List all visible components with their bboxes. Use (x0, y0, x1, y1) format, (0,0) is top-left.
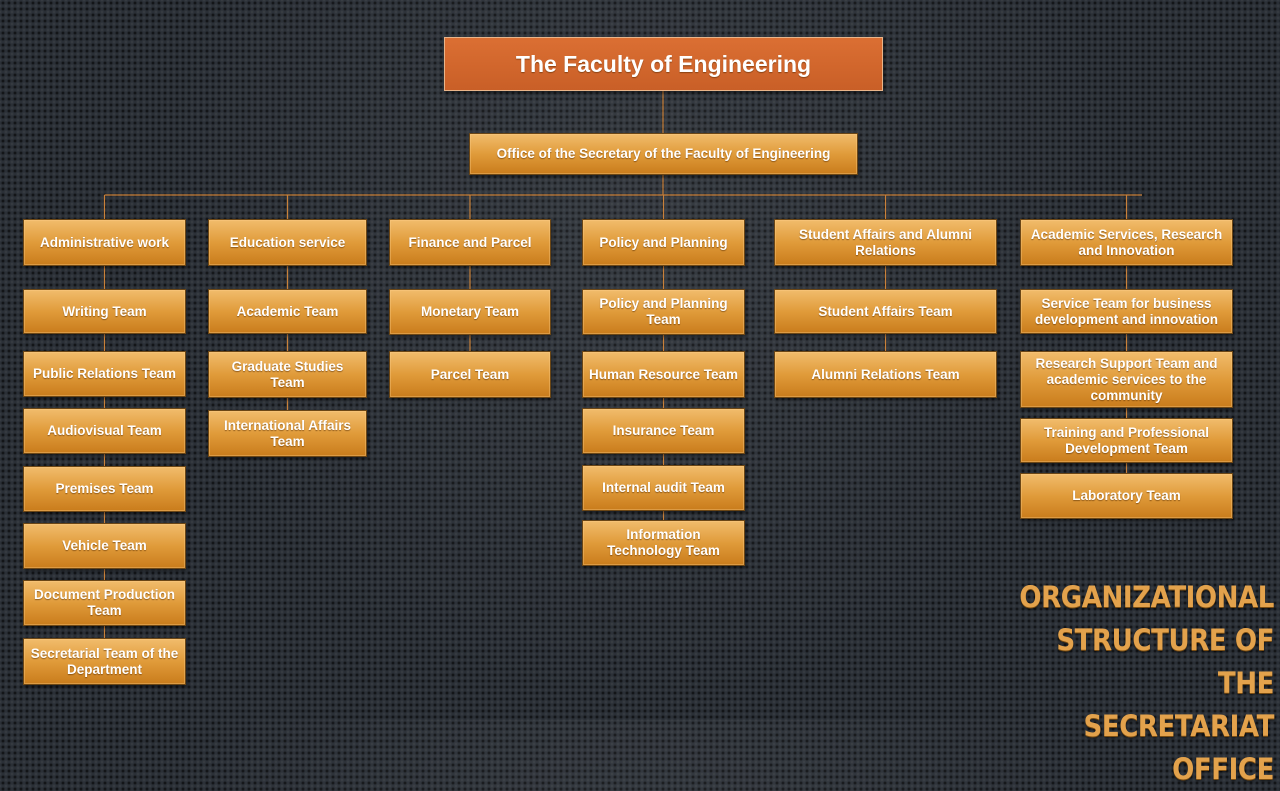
team-box: Training and Professional Development Te… (1020, 418, 1233, 463)
team-box: Laboratory Team (1020, 473, 1233, 519)
team-box: Internal audit Team (582, 465, 745, 511)
team-box: Information Technology Team (582, 520, 745, 566)
department-box: Student Affairs and Alumni Relations (774, 219, 997, 266)
team-box: Policy and Planning Team (582, 289, 745, 335)
team-box: Vehicle Team (23, 523, 186, 569)
department-box: Education service (208, 219, 367, 266)
title-line: ORGANIZATIONAL (1019, 580, 1274, 614)
team-box: Insurance Team (582, 408, 745, 454)
team-box: Public Relations Team (23, 351, 186, 397)
team-box: Premises Team (23, 466, 186, 512)
team-box: Writing Team (23, 289, 186, 334)
team-box: Secretarial Team of the Department (23, 638, 186, 685)
team-box: Parcel Team (389, 351, 551, 398)
department-box: Academic Services, Research and Innovati… (1020, 219, 1233, 266)
title-line: SECRETARIAT OFFICE (1083, 709, 1274, 786)
title-line: STRUCTURE OF THE (1056, 623, 1274, 700)
team-box: Human Resource Team (582, 351, 745, 398)
department-box: Policy and Planning (582, 219, 745, 266)
team-box: Document Production Team (23, 580, 186, 626)
department-box: Administrative work (23, 219, 186, 266)
team-box: Monetary Team (389, 289, 551, 335)
team-box: Research Support Team and academic servi… (1020, 351, 1233, 408)
team-box: Student Affairs Team (774, 289, 997, 334)
team-box: Alumni Relations Team (774, 351, 997, 398)
team-box: Audiovisual Team (23, 408, 186, 454)
page-title: ORGANIZATIONAL STRUCTURE OF THE SECRETAR… (1013, 576, 1274, 791)
team-box: International Affairs Team (208, 410, 367, 457)
team-box: Service Team for business development an… (1020, 289, 1233, 334)
department-box: Finance and Parcel (389, 219, 551, 266)
team-box: Graduate Studies Team (208, 351, 367, 398)
team-box: Academic Team (208, 289, 367, 334)
secretary-office-box: Office of the Secretary of the Faculty o… (469, 133, 858, 175)
faculty-root-box: The Faculty of Engineering (444, 37, 883, 91)
